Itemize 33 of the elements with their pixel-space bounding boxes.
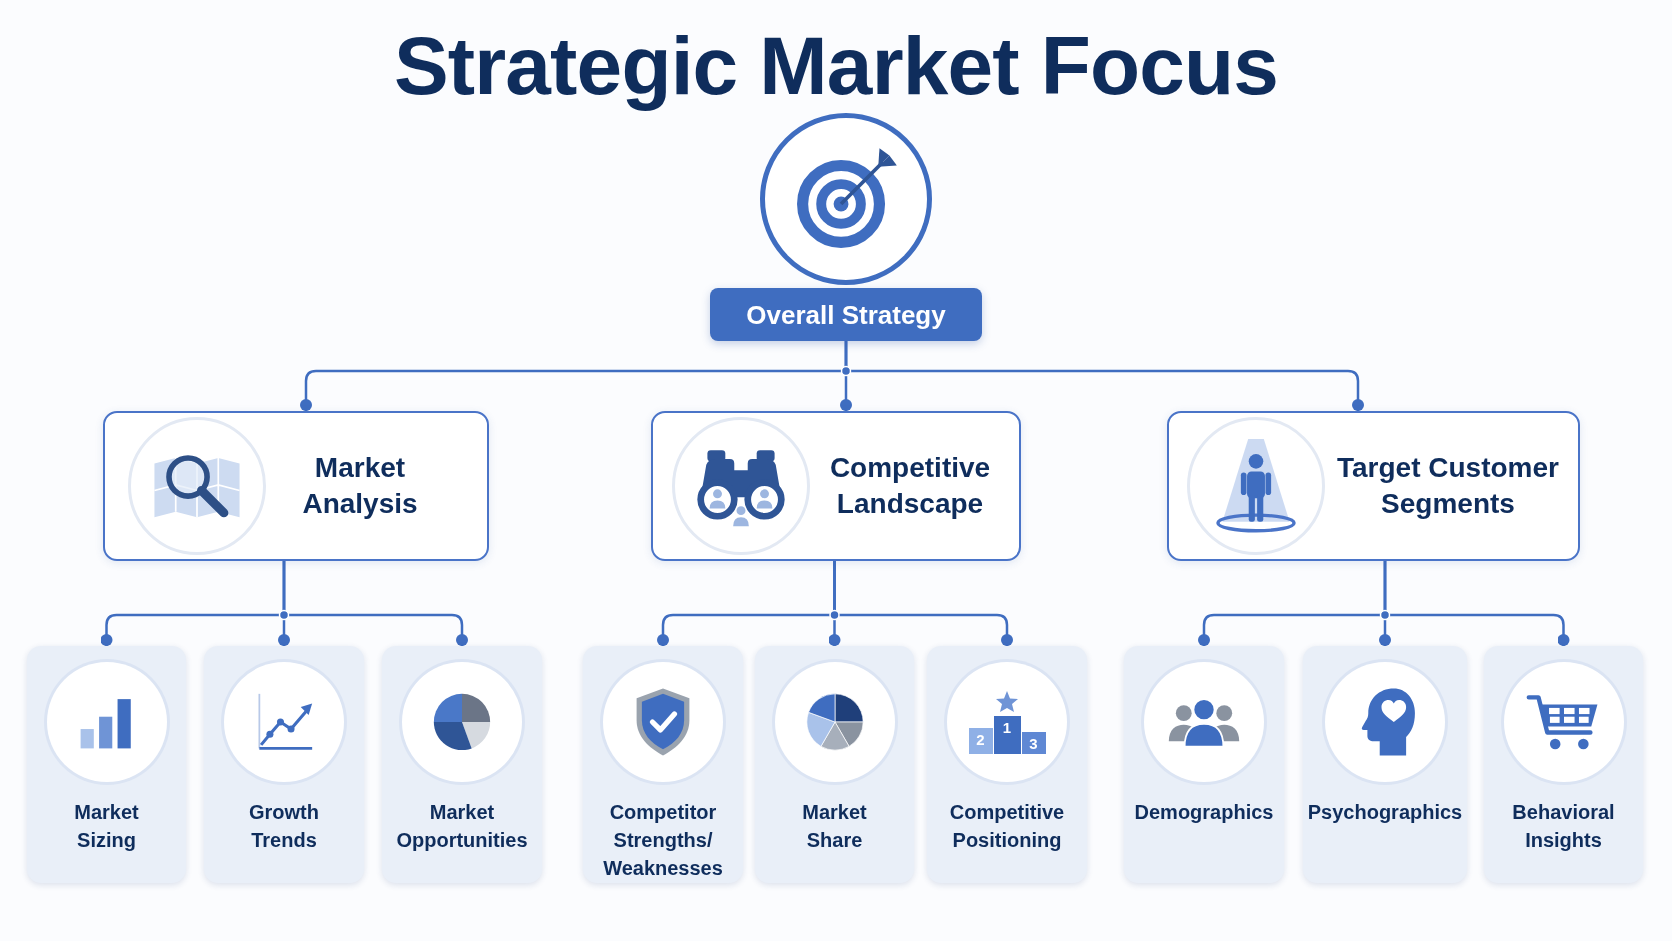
strategy-pill (710, 288, 982, 341)
subtopic-card (1303, 646, 1467, 883)
connector-line (833, 561, 1013, 646)
category-box (103, 411, 489, 561)
node-label: Competitive Landscape (828, 451, 992, 521)
node-label: Demographics (1133, 800, 1275, 825)
node-label: Behavioral Insights (1511, 800, 1616, 853)
subtopic-card (382, 646, 542, 883)
subtopic-card (1124, 646, 1284, 883)
category-box (1167, 411, 1580, 561)
subtopic-card (583, 646, 743, 883)
podium-step: 1 (993, 716, 1021, 754)
node-label: Market Share (801, 800, 868, 853)
connector-line (1383, 561, 1570, 646)
node-label: Market Analysis (301, 451, 419, 521)
subtopic-card (755, 646, 914, 883)
connector-line (844, 341, 1364, 411)
node-label: Psychographics (1306, 800, 1464, 825)
connector-line (282, 561, 468, 646)
subtopic-card (27, 646, 186, 883)
subtopic-card (1484, 646, 1643, 883)
podium-step: 3 (1021, 732, 1046, 754)
node-label: Overall Strategy (746, 299, 946, 330)
podium-step: 2 (968, 728, 993, 754)
node-label: Market Sizing (73, 800, 140, 853)
node-label: Competitive Positioning (948, 800, 1066, 853)
category-box (651, 411, 1021, 561)
node-label: Target Customer Segments (1336, 451, 1560, 521)
node-label: Market Opportunities (395, 800, 529, 853)
node-label: Competitor Strengths/ Weaknesses (602, 800, 724, 881)
subtopic-card (204, 646, 364, 883)
node-label: Growth Trends (248, 800, 320, 853)
subtopic-card (927, 646, 1087, 883)
